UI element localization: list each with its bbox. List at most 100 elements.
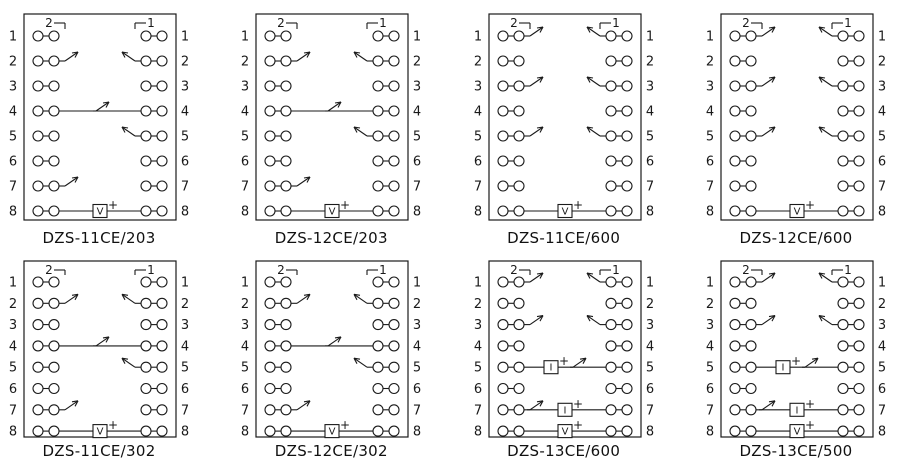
svg-text:6: 6	[241, 382, 249, 397]
svg-text:7: 7	[474, 180, 482, 195]
svg-text:+: +	[340, 418, 350, 432]
svg-text:2: 2	[510, 16, 518, 30]
svg-text:V: V	[329, 427, 336, 438]
svg-text:8: 8	[241, 425, 249, 440]
svg-text:7: 7	[241, 180, 249, 195]
svg-text:2: 2	[9, 55, 17, 70]
svg-text:8: 8	[646, 205, 654, 220]
svg-text:3: 3	[706, 318, 714, 333]
svg-text:1: 1	[9, 276, 17, 291]
svg-text:2: 2	[278, 263, 286, 277]
svg-text:2: 2	[9, 297, 17, 312]
svg-text:5: 5	[9, 130, 17, 145]
svg-text:5: 5	[181, 130, 189, 145]
svg-text:2: 2	[474, 297, 482, 312]
svg-text:2: 2	[878, 55, 886, 70]
svg-text:7: 7	[706, 403, 714, 418]
svg-text:2: 2	[510, 263, 518, 277]
svg-text:+: +	[573, 397, 583, 411]
svg-text:2: 2	[278, 16, 286, 30]
svg-text:3: 3	[413, 80, 421, 95]
svg-text:+: +	[791, 354, 801, 368]
svg-text:2: 2	[646, 55, 654, 70]
svg-text:V: V	[561, 207, 568, 218]
svg-text:5: 5	[413, 130, 421, 145]
svg-text:I: I	[563, 405, 566, 416]
svg-text:7: 7	[181, 180, 189, 195]
svg-text:7: 7	[241, 403, 249, 418]
svg-text:3: 3	[706, 80, 714, 95]
svg-text:I: I	[549, 363, 552, 374]
svg-text:5: 5	[181, 361, 189, 376]
svg-text:6: 6	[181, 155, 189, 170]
svg-text:6: 6	[706, 155, 714, 170]
svg-text:3: 3	[9, 318, 17, 333]
svg-text:1: 1	[241, 30, 249, 45]
svg-text:5: 5	[474, 361, 482, 376]
svg-text:8: 8	[9, 205, 17, 220]
svg-text:4: 4	[181, 339, 189, 354]
panel-model-label: DZS-11CE/203	[42, 229, 156, 247]
svg-text:6: 6	[474, 155, 482, 170]
svg-text:1: 1	[241, 276, 249, 291]
svg-text:4: 4	[413, 105, 421, 120]
svg-text:3: 3	[241, 318, 249, 333]
svg-text:+: +	[573, 198, 583, 212]
svg-text:1: 1	[413, 30, 421, 45]
svg-text:5: 5	[706, 361, 714, 376]
svg-text:3: 3	[646, 80, 654, 95]
svg-text:8: 8	[181, 425, 189, 440]
svg-text:8: 8	[706, 205, 714, 220]
svg-text:6: 6	[9, 382, 17, 397]
svg-text:4: 4	[474, 339, 482, 354]
svg-text:4: 4	[474, 105, 482, 120]
svg-text:4: 4	[9, 339, 17, 354]
svg-text:4: 4	[646, 105, 654, 120]
svg-text:4: 4	[9, 105, 17, 120]
svg-text:1: 1	[413, 276, 421, 291]
svg-text:4: 4	[706, 105, 714, 120]
svg-text:7: 7	[878, 403, 886, 418]
svg-text:5: 5	[413, 361, 421, 376]
svg-text:6: 6	[413, 155, 421, 170]
svg-text:3: 3	[474, 80, 482, 95]
svg-text:7: 7	[646, 180, 654, 195]
svg-text:5: 5	[474, 130, 482, 145]
svg-text:I: I	[782, 363, 785, 374]
svg-text:2: 2	[413, 297, 421, 312]
svg-text:4: 4	[646, 339, 654, 354]
svg-text:5: 5	[878, 361, 886, 376]
svg-text:+: +	[573, 418, 583, 432]
svg-text:1: 1	[181, 276, 189, 291]
svg-text:V: V	[97, 427, 104, 438]
svg-text:2: 2	[45, 263, 53, 277]
svg-text:1: 1	[646, 276, 654, 291]
svg-text:2: 2	[706, 55, 714, 70]
svg-text:1: 1	[844, 263, 852, 277]
svg-text:5: 5	[241, 361, 249, 376]
panel-model-label: DZS-11CE/600	[507, 229, 621, 247]
svg-text:1: 1	[380, 16, 388, 30]
svg-text:2: 2	[742, 263, 750, 277]
svg-text:8: 8	[9, 425, 17, 440]
svg-text:7: 7	[878, 180, 886, 195]
svg-text:6: 6	[706, 382, 714, 397]
svg-text:1: 1	[646, 30, 654, 45]
svg-text:6: 6	[181, 382, 189, 397]
svg-text:1: 1	[474, 30, 482, 45]
svg-text:1: 1	[612, 263, 620, 277]
svg-text:3: 3	[646, 318, 654, 333]
svg-text:3: 3	[474, 318, 482, 333]
svg-text:7: 7	[474, 403, 482, 418]
svg-text:1: 1	[474, 276, 482, 291]
